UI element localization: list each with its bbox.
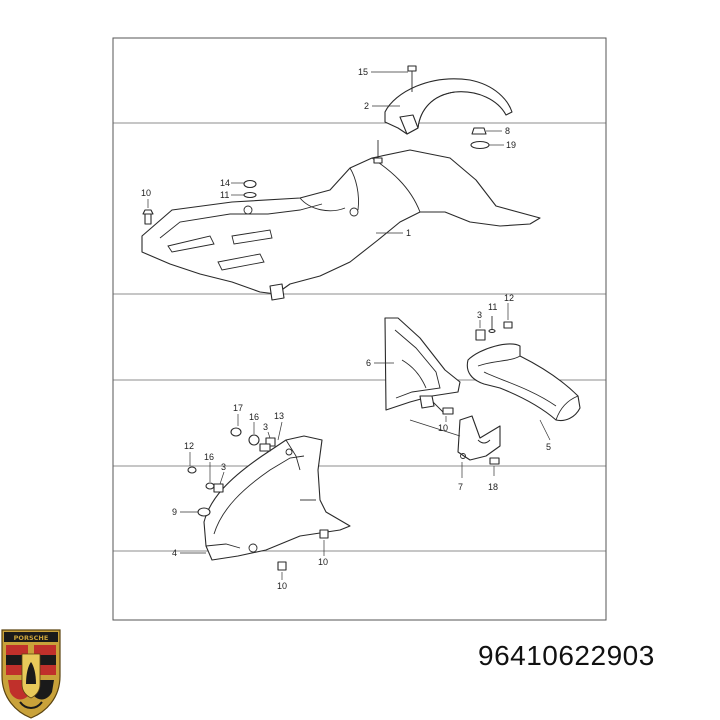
svg-text:PORSCHE: PORSCHE xyxy=(14,634,49,642)
part-5-air-duct xyxy=(466,343,581,422)
callout-12: 12 xyxy=(184,441,194,451)
part-2-arch-liner xyxy=(384,65,513,135)
callout-5: 5 xyxy=(546,442,551,452)
callout-15: 15 xyxy=(358,67,368,77)
leader-lines xyxy=(147,71,551,580)
porsche-crest-logo: PORSCHE xyxy=(1,629,61,719)
callout-13: 13 xyxy=(274,411,284,421)
diagram-frame xyxy=(112,37,607,621)
callout-16: 16 xyxy=(204,452,214,462)
callout-11: 11 xyxy=(220,190,229,200)
callout-18: 18 xyxy=(488,482,498,492)
fasteners-middle xyxy=(442,316,513,465)
callout-10: 10 xyxy=(277,581,287,591)
fasteners-top xyxy=(142,127,490,301)
part-1-underbody-panel xyxy=(141,140,541,295)
part-4-front-liner xyxy=(203,435,351,561)
part-6-side-panel xyxy=(384,317,461,413)
callout-10: 10 xyxy=(438,423,448,433)
callout-17: 17 xyxy=(233,403,243,413)
callout-8: 8 xyxy=(505,126,510,136)
callout-3: 3 xyxy=(221,462,226,472)
callout-6: 6 xyxy=(366,358,371,368)
part-number: 96410622903 xyxy=(478,640,655,671)
callout-12: 12 xyxy=(504,293,514,303)
callout-10: 10 xyxy=(141,188,151,198)
part-7-bracket xyxy=(457,415,501,461)
callout-7: 7 xyxy=(458,482,463,492)
callout-4: 4 xyxy=(172,548,177,558)
callout-16: 16 xyxy=(249,412,259,422)
callout-1: 1 xyxy=(406,228,411,238)
callout-19: 19 xyxy=(506,140,516,150)
fasteners-bottom xyxy=(187,427,329,571)
callout-labels: 15 2 8 19 14 11 10 1 3 11 12 6 10 5 7 18… xyxy=(141,67,551,591)
callout-11: 11 xyxy=(488,302,497,312)
callout-10: 10 xyxy=(318,557,328,567)
callout-3: 3 xyxy=(263,422,268,432)
callout-9: 9 xyxy=(172,507,177,517)
callout-2: 2 xyxy=(364,101,369,111)
callout-14: 14 xyxy=(220,178,230,188)
callout-3: 3 xyxy=(477,310,482,320)
